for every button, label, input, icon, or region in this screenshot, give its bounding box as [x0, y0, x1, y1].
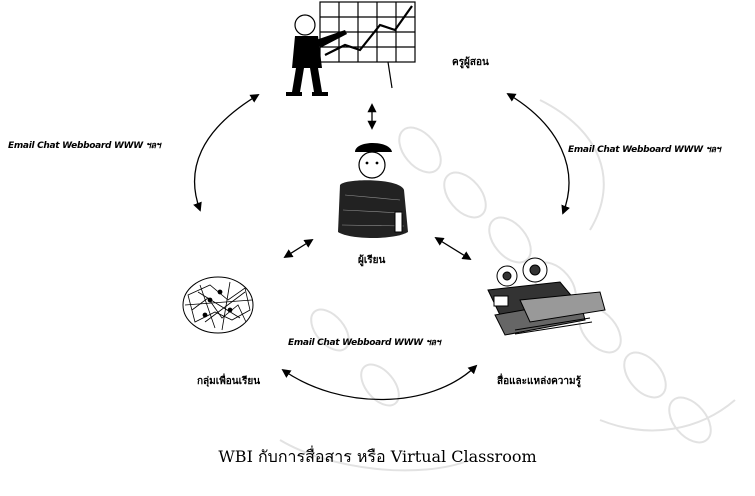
node-label-peers: กลุ่มเพื่อนเรียน: [197, 376, 261, 387]
connection-label-right: Email Chat Webboard WWW ฯลฯ: [568, 145, 721, 155]
connection-label-left: Email Chat Webboard WWW ฯลฯ: [8, 141, 161, 151]
connection-label-bottom: Email Chat Webboard WWW ฯลฯ: [288, 338, 441, 348]
arrow-learner-resources: [434, 237, 472, 260]
arrow-learner-peers: [283, 239, 314, 258]
node-label-learner: ผู้เรียน: [358, 255, 386, 266]
node-label-resources: สื่อและแหล่งความรู้: [497, 376, 581, 387]
node-label-teacher: ครูผู้สอน: [452, 57, 489, 68]
arrow-teacher-peers: [193, 94, 260, 212]
arrow-peers-resources: [281, 364, 478, 401]
arrow-teacher-resources: [506, 93, 570, 215]
diagram-caption: WBI กับการสื่อสาร หรือ Virtual Classroom: [218, 447, 537, 466]
